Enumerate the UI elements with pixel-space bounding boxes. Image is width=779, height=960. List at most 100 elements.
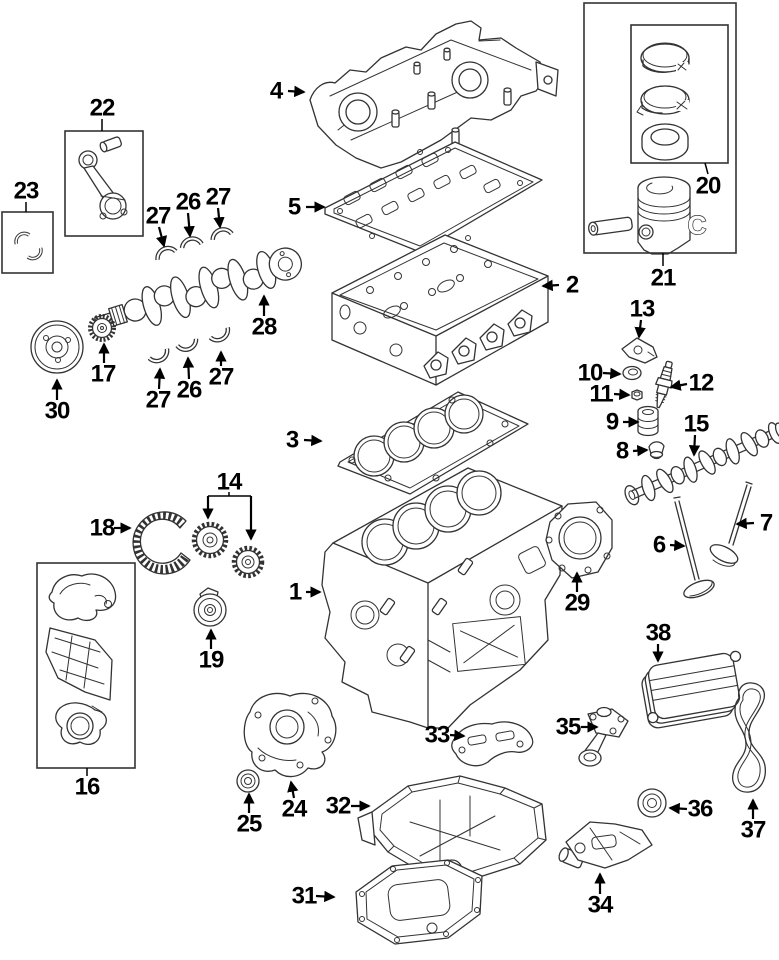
part-9-lifter bbox=[637, 405, 659, 437]
callout-19[interactable]: 19 bbox=[199, 647, 225, 674]
part-2-cylinder-head bbox=[331, 234, 549, 386]
callout-22[interactable]: 22 bbox=[90, 95, 116, 122]
part-6-valve bbox=[673, 496, 715, 599]
part-8-plug bbox=[648, 441, 665, 460]
callout-33[interactable]: 33 bbox=[425, 722, 451, 749]
callout-31[interactable]: 31 bbox=[292, 883, 318, 910]
callout-8-arrow bbox=[632, 444, 649, 457]
group-box-20 bbox=[630, 24, 729, 164]
callout-13[interactable]: 13 bbox=[630, 296, 656, 323]
callout-24[interactable]: 24 bbox=[282, 796, 309, 823]
callout-16[interactable]: 16 bbox=[75, 774, 101, 801]
callout-4-arrow bbox=[287, 85, 306, 98]
part-36-seal-ring bbox=[637, 788, 667, 818]
part-16-timing-covers bbox=[45, 573, 117, 745]
callout-35[interactable]: 35 bbox=[556, 714, 582, 741]
callout-1[interactable]: 1 bbox=[289, 579, 303, 606]
callout-27-3[interactable]: 27 bbox=[146, 387, 172, 414]
group-box-21 bbox=[583, 2, 737, 254]
callout-20-line bbox=[704, 162, 709, 175]
part-7-valve bbox=[709, 481, 753, 567]
callout-27-1[interactable]: 27 bbox=[146, 203, 172, 230]
part-5-valve-cover-gasket bbox=[324, 141, 543, 253]
callout-11-arrow bbox=[613, 388, 631, 401]
part-28-crankshaft bbox=[94, 247, 302, 327]
callout-17[interactable]: 17 bbox=[91, 361, 117, 388]
callout-24-arrow bbox=[287, 780, 299, 799]
callout-15-arrow bbox=[688, 434, 701, 457]
callout-9[interactable]: 9 bbox=[606, 409, 620, 436]
group-box-23 bbox=[1, 211, 54, 274]
callout-2-arrow bbox=[541, 279, 560, 292]
callout-38[interactable]: 38 bbox=[646, 620, 672, 647]
callout-27-2[interactable]: 27 bbox=[206, 184, 232, 211]
part-4-valve-cover bbox=[309, 20, 559, 169]
callout-25[interactable]: 25 bbox=[237, 811, 263, 838]
callout-32[interactable]: 32 bbox=[326, 793, 352, 820]
callout-13-arrow bbox=[634, 319, 646, 339]
callout-31-arrow bbox=[315, 890, 336, 903]
part-14-camshaft-gears bbox=[191, 521, 265, 579]
part-13-rocker-arm bbox=[621, 337, 658, 364]
callout-33-arrow bbox=[449, 729, 466, 742]
part-38-oil-cooler bbox=[641, 650, 742, 729]
part-21-piston: C bbox=[587, 176, 707, 255]
part-3-head-gasket bbox=[337, 391, 529, 495]
part-31-lower-oil-pan bbox=[355, 859, 483, 945]
callout-30[interactable]: 30 bbox=[45, 398, 71, 425]
callout-20[interactable]: 20 bbox=[696, 173, 722, 200]
callout-3-arrow bbox=[303, 434, 323, 447]
callout-7[interactable]: 7 bbox=[760, 510, 774, 537]
part-29-seal-flange bbox=[545, 501, 613, 579]
callout-26-2[interactable]: 26 bbox=[177, 377, 203, 404]
part-24-front-cover bbox=[243, 692, 337, 778]
part-34-oil-pickup bbox=[558, 821, 653, 869]
piston-clip-c-label: C bbox=[688, 210, 707, 240]
part-25-front-seal bbox=[236, 769, 260, 793]
callout-8[interactable]: 8 bbox=[616, 438, 630, 465]
part-11-nut bbox=[631, 389, 643, 401]
callout-10-arrow bbox=[602, 367, 622, 380]
callout-37[interactable]: 37 bbox=[741, 817, 767, 844]
callout-6-arrow bbox=[669, 539, 686, 552]
part-32-upper-oil-pan bbox=[357, 775, 547, 881]
callout-28[interactable]: 28 bbox=[252, 314, 278, 341]
callout-12-arrow bbox=[669, 379, 688, 391]
part-23-rod-bearings bbox=[11, 228, 46, 264]
callout-23[interactable]: 23 bbox=[14, 178, 40, 205]
callout-36-arrow bbox=[668, 802, 688, 815]
callout-26-1-arrow bbox=[183, 212, 195, 238]
callout-7-arrow bbox=[735, 517, 755, 530]
part-12-spark-plug bbox=[655, 360, 673, 409]
callout-14[interactable]: 14 bbox=[217, 469, 244, 496]
callout-29[interactable]: 29 bbox=[565, 590, 591, 617]
callout-15[interactable]: 15 bbox=[684, 411, 710, 438]
callout-3[interactable]: 3 bbox=[286, 427, 300, 454]
part-10-valve-seal bbox=[622, 365, 642, 381]
callout-18[interactable]: 18 bbox=[90, 515, 116, 542]
part-19-tensioner-pulley bbox=[193, 587, 227, 627]
callout-5[interactable]: 5 bbox=[288, 194, 302, 221]
callout-11[interactable]: 11 bbox=[589, 381, 614, 408]
callout-26-1[interactable]: 26 bbox=[176, 189, 202, 216]
part-37-belt bbox=[732, 682, 766, 793]
callout-27-3-arrow bbox=[153, 367, 166, 390]
callout-10[interactable]: 10 bbox=[578, 360, 604, 387]
callout-12[interactable]: 12 bbox=[689, 370, 715, 397]
part-17-crank-gear bbox=[88, 314, 116, 342]
part-15-camshaft bbox=[624, 422, 779, 506]
callout-21[interactable]: 21 bbox=[651, 265, 677, 292]
part-20-piston-rings bbox=[636, 42, 690, 161]
part-30-crank-pulley bbox=[30, 320, 84, 374]
callout-27-2-arrow bbox=[213, 207, 225, 229]
callout-34[interactable]: 34 bbox=[588, 892, 615, 919]
callout-4[interactable]: 4 bbox=[270, 78, 285, 105]
callout-2[interactable]: 2 bbox=[566, 272, 580, 299]
part-1-engine-block bbox=[321, 467, 563, 729]
callout-27-1-arrow bbox=[155, 226, 168, 248]
callout-27-4[interactable]: 27 bbox=[209, 364, 235, 391]
callout-6[interactable]: 6 bbox=[653, 532, 667, 559]
callout-36[interactable]: 36 bbox=[688, 796, 714, 823]
